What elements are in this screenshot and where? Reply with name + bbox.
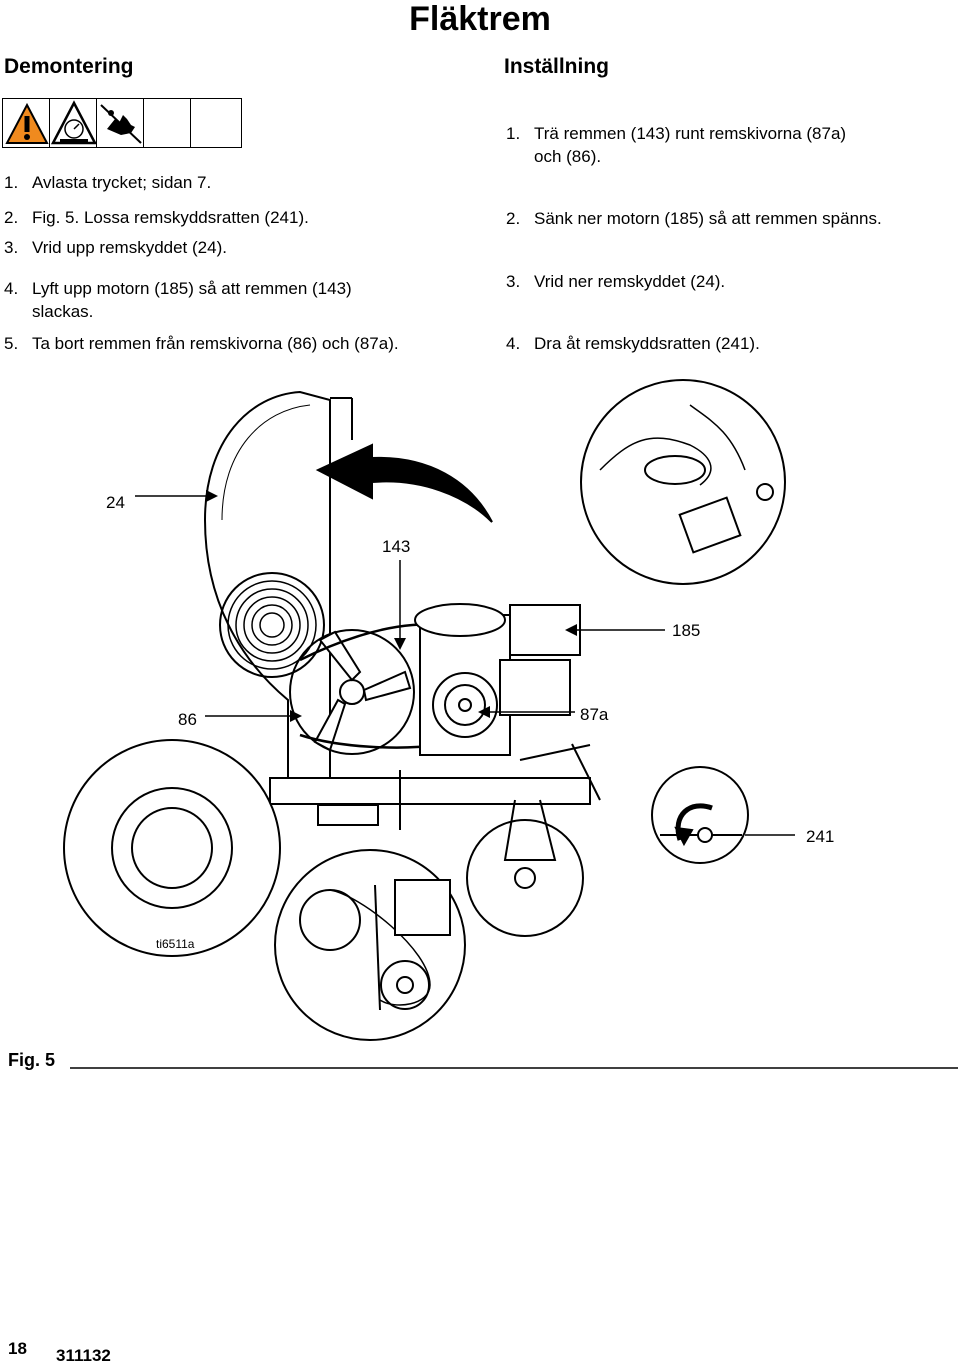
callout-87a: 87a [580,705,609,724]
belt-guard [203,390,331,801]
demontering-step-4: 4. Lyft upp motorn (185) så att remmen (1… [4,278,352,300]
demontering-step-4-cont: slackas. [32,301,93,323]
callout-24: 24 [106,493,125,512]
fan-grille [219,572,325,678]
installning-step-4: 4. Dra åt remskyddsratten (241). [506,333,760,355]
demontering-step-2: 2. Fig. 5. Lossa remskyddsratten (241). [4,207,309,229]
warning-icon-box-empty-2 [190,98,242,148]
step-text: slackas. [32,302,94,321]
pressure-gauge-icon [50,100,98,145]
rear-wheel [63,739,281,957]
step-number: 1. [506,124,521,143]
callout-143: 143 [382,537,411,556]
warning-triangle-icon [5,102,49,144]
step-text: Lyft upp motorn (185) så att remmen (143… [32,279,352,298]
callout-86: 86 [178,710,197,729]
detail-circle-knob [651,766,749,864]
step-text: Dra åt remskyddsratten (241). [534,334,760,353]
step-text: och (86). [534,147,602,166]
step-number: 4. [4,279,19,298]
step-text: Sänk ner motorn (185) så att remmen spän… [534,209,882,228]
installning-step-1-cont: och (86). [534,146,601,168]
step-text: Vrid upp remskyddet (24). [32,238,227,257]
doc-number: 311132 [56,1346,111,1365]
belt [299,623,490,749]
demontering-step-5: 5. Ta bort remmen från remskivorna (86) o… [4,333,399,355]
hand-entanglement-icon [100,104,142,144]
detail-circle-hands [580,379,786,585]
page-title: Fläktrem [409,0,551,38]
figure-caption: Fig. 5 [8,1050,56,1070]
callout-185: 185 [672,621,701,640]
step-number: 1. [4,173,19,192]
figure-reference: ti6511a [156,937,195,951]
warning-icon-box-1 [2,98,50,148]
step-number: 2. [4,208,19,227]
step-number: 2. [506,209,521,228]
installning-step-2: 2. Sänk ner motorn (185) så att remmen sp… [506,208,882,230]
rotation-arrow [315,443,493,523]
front-wheel [466,819,584,937]
step-text: Trä remmen (143) runt remskivorna (87a) [534,124,847,143]
step-number: 3. [4,238,19,257]
step-text: Ta bort remmen från remskivorna (86) och… [32,334,399,353]
installning-step-3: 3. Vrid ner remskyddet (24). [506,271,725,293]
step-number: 5. [4,334,19,353]
fan-pulley [289,629,415,755]
step-text: Avlasta trycket; sidan 7. [32,173,212,192]
callout-241: 241 [806,827,835,846]
step-text: Vrid ner remskyddet (24). [534,272,726,291]
engine-block [419,614,511,756]
demontering-step-1: 1. Avlasta trycket; sidan 7. [4,172,211,194]
demontering-heading: Demontering [4,55,134,78]
frame [269,777,591,805]
installning-heading: Inställning [504,55,609,78]
warning-icon-box-2 [49,98,98,148]
installning-step-1: 1. Trä remmen (143) runt remskivorna (87a… [506,123,846,145]
step-number: 3. [506,272,521,291]
warning-icon-box-3 [96,98,144,148]
warning-icon-box-empty-1 [143,98,191,148]
page-number: 18 [8,1339,27,1358]
detail-circle-pulleys [274,849,466,1041]
step-number: 4. [506,334,521,353]
demontering-step-3: 3. Vrid upp remskyddet (24). [4,237,227,259]
step-text: Fig. 5. Lossa remskyddsratten (241). [32,208,309,227]
